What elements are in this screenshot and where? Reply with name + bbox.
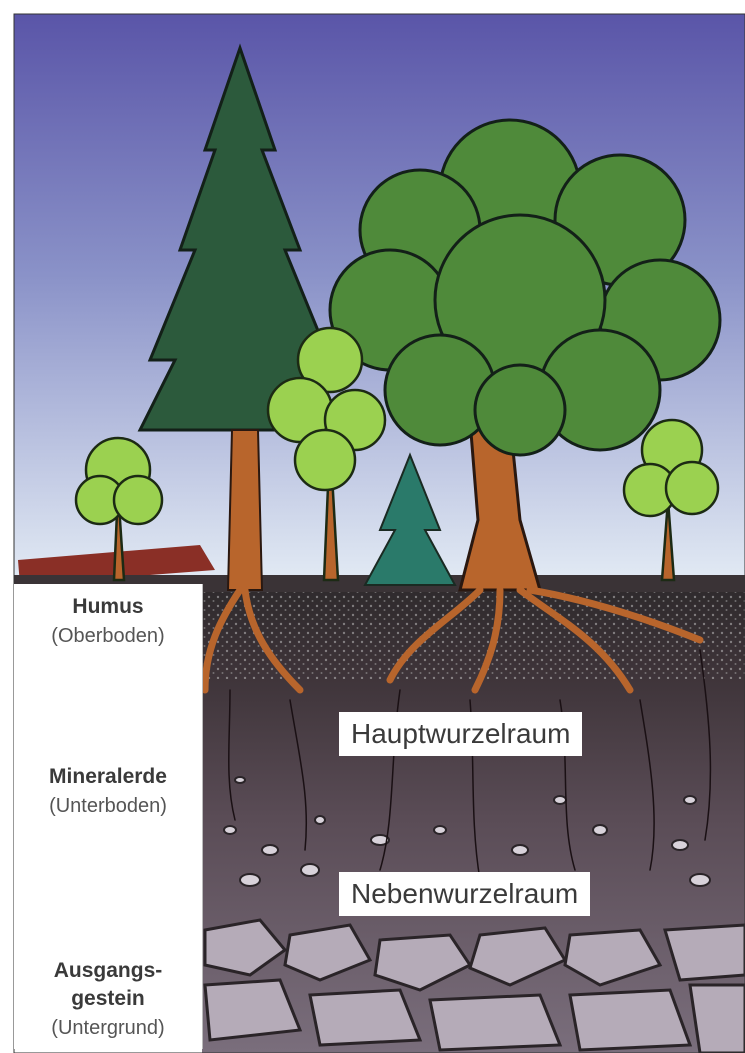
layer-bedrock-title-1: Ausgangs-: [14, 958, 202, 984]
layer-bedrock-subtitle: (Untergrund): [14, 1016, 202, 1040]
layer-humus-subtitle: (Oberboden): [14, 624, 202, 648]
secondary-root-zone-label: Nebenwurzelraum: [339, 872, 590, 916]
layer-mineral-title: Mineralerde: [14, 764, 202, 790]
layer-bedrock-title-2: gestein: [14, 986, 202, 1012]
soil-layer-legend: Humus (Oberboden) Mineralerde (Unterbode…: [14, 584, 203, 1049]
layer-humus-title: Humus: [14, 594, 202, 620]
main-root-zone-label: Hauptwurzelraum: [339, 712, 582, 756]
spruce-trunk: [228, 430, 262, 590]
layer-mineral-subtitle: (Unterboden): [14, 794, 202, 818]
